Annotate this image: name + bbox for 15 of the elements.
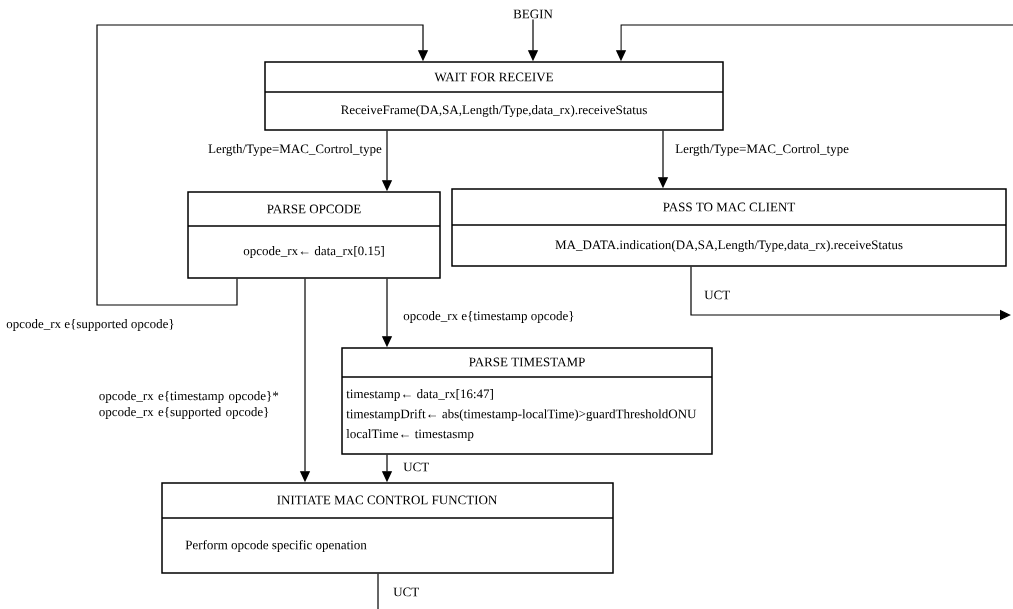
state-box: PARSE OPCODE opcode_rx← data_rx[0.15] [187,191,441,279]
state-label: BEGIN [513,9,553,19]
arrow [96,24,429,306]
edge-label: opcode_rx e{timestamp opcode} [403,311,574,323]
edge-label: UCT [403,462,429,472]
edge-label: UCT [704,290,730,300]
state-box: PARSE TIMESTAMP timestamp← data_rx[16:47] timestampDrift← abs(timestamp-localTime)>guardThresholdONU localTime← timestasmp [341,347,713,455]
edge-label: Lergth/Type=MAC_Cortrol_type [675,144,849,156]
edge-label: opcode_rx e{timestamp opcode}* opcode_rx e{supported opcode} [99,391,279,419]
edge-label: UCT [393,587,419,597]
edge-label: opcode_rx e{supported opcode} [6,319,174,331]
state-box: INITIATE MAC CONTROL FUNCTION Perform opcode specific openation [161,482,614,574]
edge-label: Lergth/Type=MAC_Cortrol_type [208,144,382,156]
state-box: PASS TO MAC CLIENT MA_DATA.indication(DA,SA,Length/Type,data_rx).receiveStatus [451,188,1007,267]
state-box: WAIT FOR RECEIVE ReceiveFrame(DA,SA,Length/Type,data_rx).receiveStatus [264,61,724,131]
